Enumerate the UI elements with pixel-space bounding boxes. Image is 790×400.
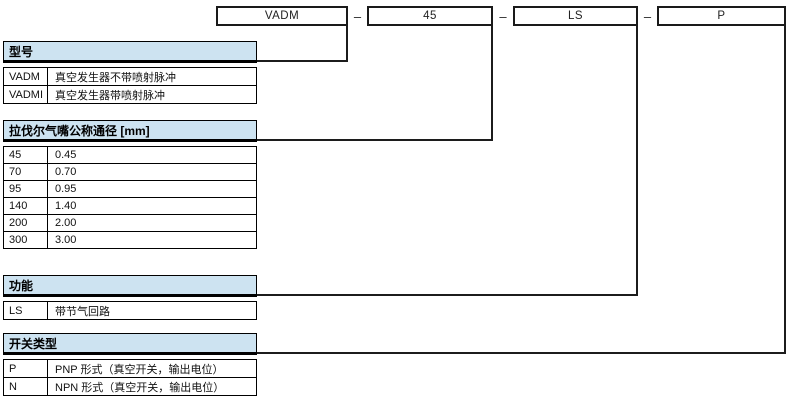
connector-line-model-horizontal: [255, 60, 348, 62]
code-cell: P: [4, 360, 48, 377]
table-row: 45 0.45: [4, 147, 256, 164]
table-row: VADMI 真空发生器带喷射脉冲: [4, 86, 256, 104]
description-cell: 1.40: [55, 200, 77, 212]
table-row: 140 1.40: [4, 198, 256, 215]
code-box-nozzle-label: 45: [423, 10, 437, 22]
code-box-model-label: VADM: [264, 10, 300, 22]
description-cell: NPN 形式（真空开关，输出电位）: [55, 381, 225, 394]
code-cell: 200: [4, 215, 48, 231]
table-row: 200 2.00: [4, 215, 256, 232]
table-nozzle-diameter: 拉伐尔气嘴公称通径 [mm] 45 0.45 70 0.70 95 0.95 1…: [3, 120, 257, 249]
code-box-nozzle: 45: [367, 6, 493, 26]
description-cell: PNP 形式（真空开关，输出电位）: [55, 363, 224, 376]
description-cell: 3.00: [55, 234, 77, 246]
table-row: VADM 真空发生器不带喷射脉冲: [4, 68, 256, 86]
table-row: P PNP 形式（真空开关，输出电位）: [4, 360, 256, 378]
description-cell: 2.00: [55, 217, 77, 229]
table-function: 功能 LS 带节气回路: [3, 275, 257, 320]
code-cell: VADMI: [4, 86, 48, 103]
table-row: 95 0.95: [4, 181, 256, 198]
description-cell: 0.95: [55, 183, 77, 195]
code-cell: 300: [4, 232, 48, 248]
table-switch-type-header: 开关类型: [3, 333, 257, 355]
code-cell: 45: [4, 147, 48, 163]
code-cell: N: [4, 378, 48, 395]
connector-line-model-vertical: [346, 25, 348, 62]
code-cell: VADM: [4, 68, 48, 85]
table-row: 300 3.00: [4, 232, 256, 249]
connector-line-function-horizontal: [255, 294, 638, 296]
description-cell: 0.70: [55, 166, 77, 178]
table-row: N NPN 形式（真空开关，输出电位）: [4, 378, 256, 396]
connector-line-nozzle-vertical: [491, 25, 493, 141]
description-cell: 0.45: [55, 149, 77, 161]
connector-line-switch-vertical: [784, 25, 786, 354]
code-box-switch-label: P: [717, 10, 726, 22]
code-box-switch: P: [657, 6, 786, 26]
description-cell: 真空发生器不带喷射脉冲: [55, 71, 176, 84]
table-model: 型号 VADM 真空发生器不带喷射脉冲 VADMI 真空发生器带喷射脉冲: [3, 41, 257, 104]
code-separator-2: –: [499, 8, 507, 24]
table-switch-type: 开关类型 P PNP 形式（真空开关，输出电位） N NPN 形式（真空开关，输…: [3, 333, 257, 396]
table-model-header: 型号: [3, 41, 257, 63]
code-cell: 95: [4, 181, 48, 197]
table-nozzle-diameter-header: 拉伐尔气嘴公称通径 [mm]: [3, 120, 257, 142]
code-box-function: LS: [513, 6, 638, 26]
connector-line-switch-horizontal: [255, 352, 786, 354]
code-separator-3: –: [643, 8, 652, 24]
connector-line-function-vertical: [636, 25, 638, 296]
code-cell: 140: [4, 198, 48, 214]
code-box-model: VADM: [216, 6, 348, 26]
table-function-header: 功能: [3, 275, 257, 297]
description-cell: 真空发生器带喷射脉冲: [55, 89, 165, 102]
code-cell: LS: [4, 302, 48, 319]
table-switch-type-rows: P PNP 形式（真空开关，输出电位） N NPN 形式（真空开关，输出电位）: [3, 359, 257, 396]
connector-line-nozzle-horizontal: [255, 139, 493, 141]
table-model-rows: VADM 真空发生器不带喷射脉冲 VADMI 真空发生器带喷射脉冲: [3, 67, 257, 104]
description-cell: 带节气回路: [55, 305, 110, 318]
table-row: 70 0.70: [4, 164, 256, 181]
table-row: LS 带节气回路: [4, 302, 256, 320]
code-cell: 70: [4, 164, 48, 180]
code-box-function-label: LS: [567, 10, 584, 22]
table-nozzle-diameter-rows: 45 0.45 70 0.70 95 0.95 140 1.40 200 2.0…: [3, 146, 257, 249]
code-separator-1: –: [353, 8, 362, 24]
table-function-rows: LS 带节气回路: [3, 301, 257, 320]
